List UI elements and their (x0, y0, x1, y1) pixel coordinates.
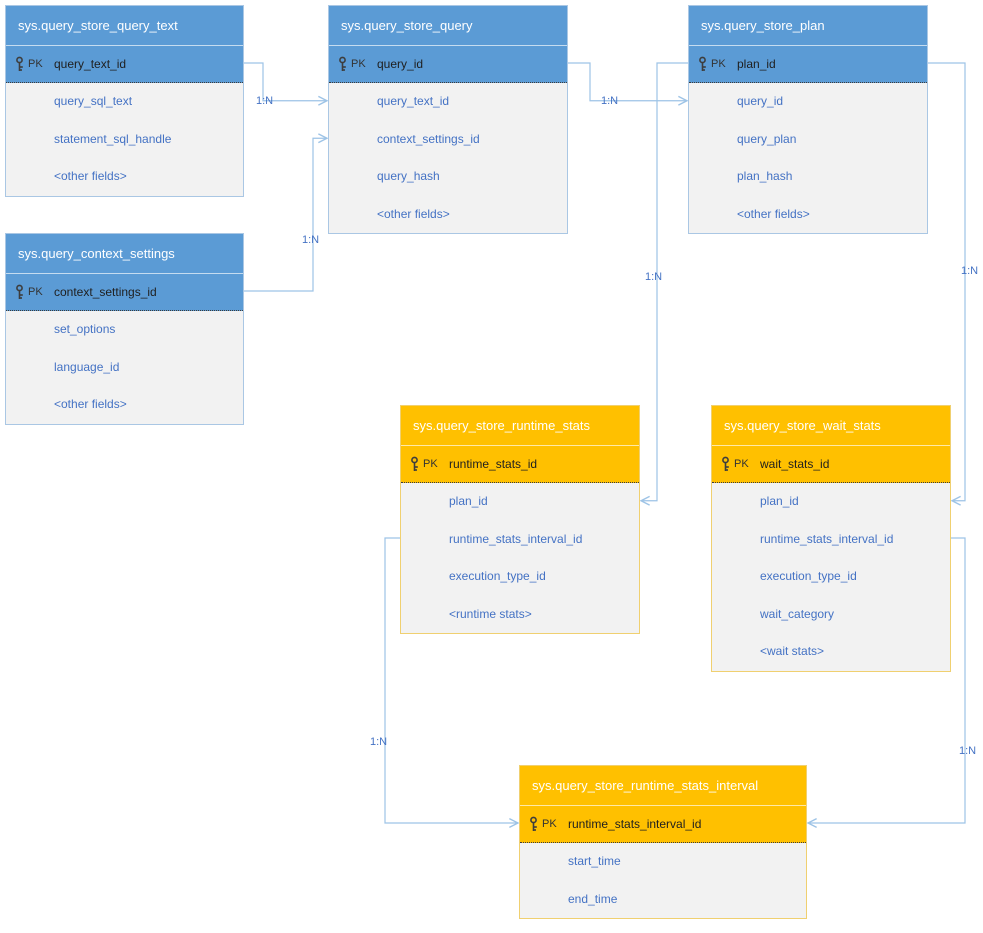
table-query-store-query-text: sys.query_store_query_text PK query_text… (5, 5, 244, 197)
field-row: runtime_stats_interval_id (401, 520, 639, 558)
pk-row: PK query_id (329, 45, 567, 83)
relationship-line-waitstats-interval (808, 537, 966, 823)
field-row: query_hash (329, 158, 567, 196)
field-row: plan_id (401, 483, 639, 521)
pk-row: PK query_text_id (6, 45, 243, 83)
pk-field-name: plan_id (737, 57, 776, 71)
table-title: sys.query_store_runtime_stats_interval (520, 766, 806, 805)
field-row: plan_hash (689, 158, 927, 196)
field-row: set_options (6, 311, 243, 349)
field-row: <wait stats> (712, 633, 950, 671)
relationship-line-runtimestats-interval (384, 537, 518, 823)
field-row: end_time (520, 880, 806, 918)
relationship-line-contextsettings-query (244, 138, 327, 292)
pk-field-name: runtime_stats_id (449, 457, 538, 471)
table-title: sys.query_store_wait_stats (712, 406, 950, 445)
primary-key-icon (13, 56, 26, 72)
pk-field-name: query_text_id (54, 57, 127, 71)
relationship-cardinality-label: 1:N (601, 95, 618, 107)
table-query-store-query: sys.query_store_query PK query_id query_… (328, 5, 568, 234)
pk-row: PK plan_id (689, 45, 927, 83)
pk-label: PK (28, 286, 43, 298)
pk-field-name: query_id (377, 57, 424, 71)
table-query-store-plan: sys.query_store_plan PK plan_id query_id… (688, 5, 928, 234)
primary-key-icon (408, 456, 421, 472)
field-row: query_sql_text (6, 83, 243, 121)
relationship-line-plan-waitstats (928, 62, 966, 501)
field-row: <other fields> (6, 386, 243, 424)
pk-field-name: context_settings_id (54, 285, 157, 299)
table-query-store-runtime-stats: sys.query_store_runtime_stats PK runtime… (400, 405, 640, 634)
field-row: <other fields> (6, 158, 243, 196)
field-row: execution_type_id (401, 558, 639, 596)
table-title: sys.query_store_query_text (6, 6, 243, 45)
pk-field-name: wait_stats_id (760, 457, 830, 471)
field-row: query_text_id (329, 83, 567, 121)
relationship-line-querytext-query (244, 62, 327, 101)
pk-label: PK (542, 818, 557, 830)
primary-key-icon (13, 284, 26, 300)
primary-key-icon (719, 456, 732, 472)
pk-label: PK (711, 58, 726, 70)
pk-label: PK (28, 58, 43, 70)
relationship-cardinality-label: 1:N (256, 95, 273, 107)
pk-field-name: runtime_stats_interval_id (568, 817, 702, 831)
pk-row: PK context_settings_id (6, 273, 243, 311)
relationship-line-query-plan (568, 62, 687, 101)
table-query-context-settings: sys.query_context_settings PK context_se… (5, 233, 244, 425)
field-row: statement_sql_handle (6, 120, 243, 158)
table-title: sys.query_store_runtime_stats (401, 406, 639, 445)
field-row: <runtime stats> (401, 595, 639, 633)
table-query-store-runtime-stats-interval: sys.query_store_runtime_stats_interval P… (519, 765, 807, 919)
relationship-cardinality-label: 1:N (370, 736, 387, 748)
field-row: start_time (520, 843, 806, 881)
field-row: runtime_stats_interval_id (712, 520, 950, 558)
table-query-store-wait-stats: sys.query_store_wait_stats PK wait_stats… (711, 405, 951, 672)
field-row: <other fields> (689, 195, 927, 233)
relationship-cardinality-label: 1:N (645, 271, 662, 283)
pk-row: PK wait_stats_id (712, 445, 950, 483)
primary-key-icon (527, 816, 540, 832)
field-row: query_id (689, 83, 927, 121)
pk-row: PK runtime_stats_id (401, 445, 639, 483)
field-row: wait_category (712, 595, 950, 633)
pk-row: PK runtime_stats_interval_id (520, 805, 806, 843)
field-row: context_settings_id (329, 120, 567, 158)
field-row: execution_type_id (712, 558, 950, 596)
relationship-cardinality-label: 1:N (961, 265, 978, 277)
field-row: query_plan (689, 120, 927, 158)
table-title: sys.query_context_settings (6, 234, 243, 273)
primary-key-icon (336, 56, 349, 72)
relationship-cardinality-label: 1:N (959, 745, 976, 757)
table-title: sys.query_store_query (329, 6, 567, 45)
primary-key-icon (696, 56, 709, 72)
pk-label: PK (423, 458, 438, 470)
pk-label: PK (351, 58, 366, 70)
pk-label: PK (734, 458, 749, 470)
field-row: plan_id (712, 483, 950, 521)
relationship-cardinality-label: 1:N (302, 234, 319, 246)
field-row: <other fields> (329, 195, 567, 233)
table-title: sys.query_store_plan (689, 6, 927, 45)
relationship-line-plan-runtimestats (641, 62, 688, 501)
field-row: language_id (6, 348, 243, 386)
